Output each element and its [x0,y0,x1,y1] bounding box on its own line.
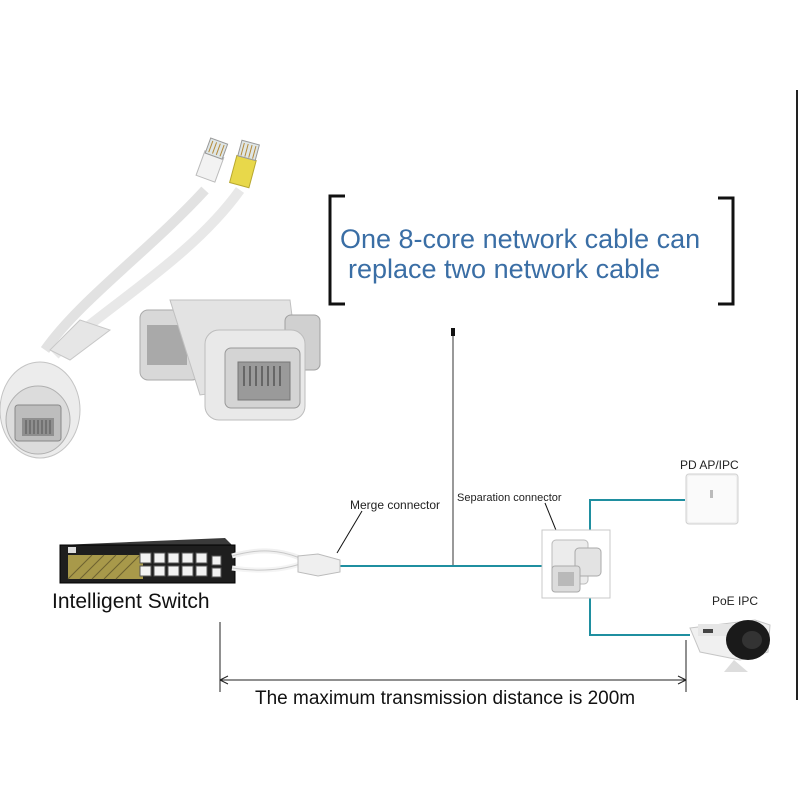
access-point-image [685,473,739,525]
merge-leader-line [336,510,363,554]
y-splitter-cable-image [0,137,260,459]
poe-ipc-label: PoE IPC [712,594,759,608]
merge-connector-image [231,548,341,577]
separation-connector-image [541,529,611,599]
poe-switch-image [59,538,236,584]
t-splitter-image [139,299,321,421]
bullet-camera-image [689,619,771,672]
headline-line-2: replace two network cable [348,254,661,284]
headline: One 8-core network cable can replace two… [340,224,740,284]
distance-label: The maximum transmission distance is 200… [255,688,636,709]
ap-label: PD AP/IPC [680,458,739,472]
divider-tick [451,328,455,336]
distance-dimension [219,622,687,692]
headline-line-1: One 8-core network cable can [340,224,701,254]
headline-brackets [328,194,735,306]
switch-label: Intelligent Switch [52,590,210,613]
separation-connector-label: Separation connector [457,492,562,504]
merge-connector-label: Merge connector [350,498,441,512]
